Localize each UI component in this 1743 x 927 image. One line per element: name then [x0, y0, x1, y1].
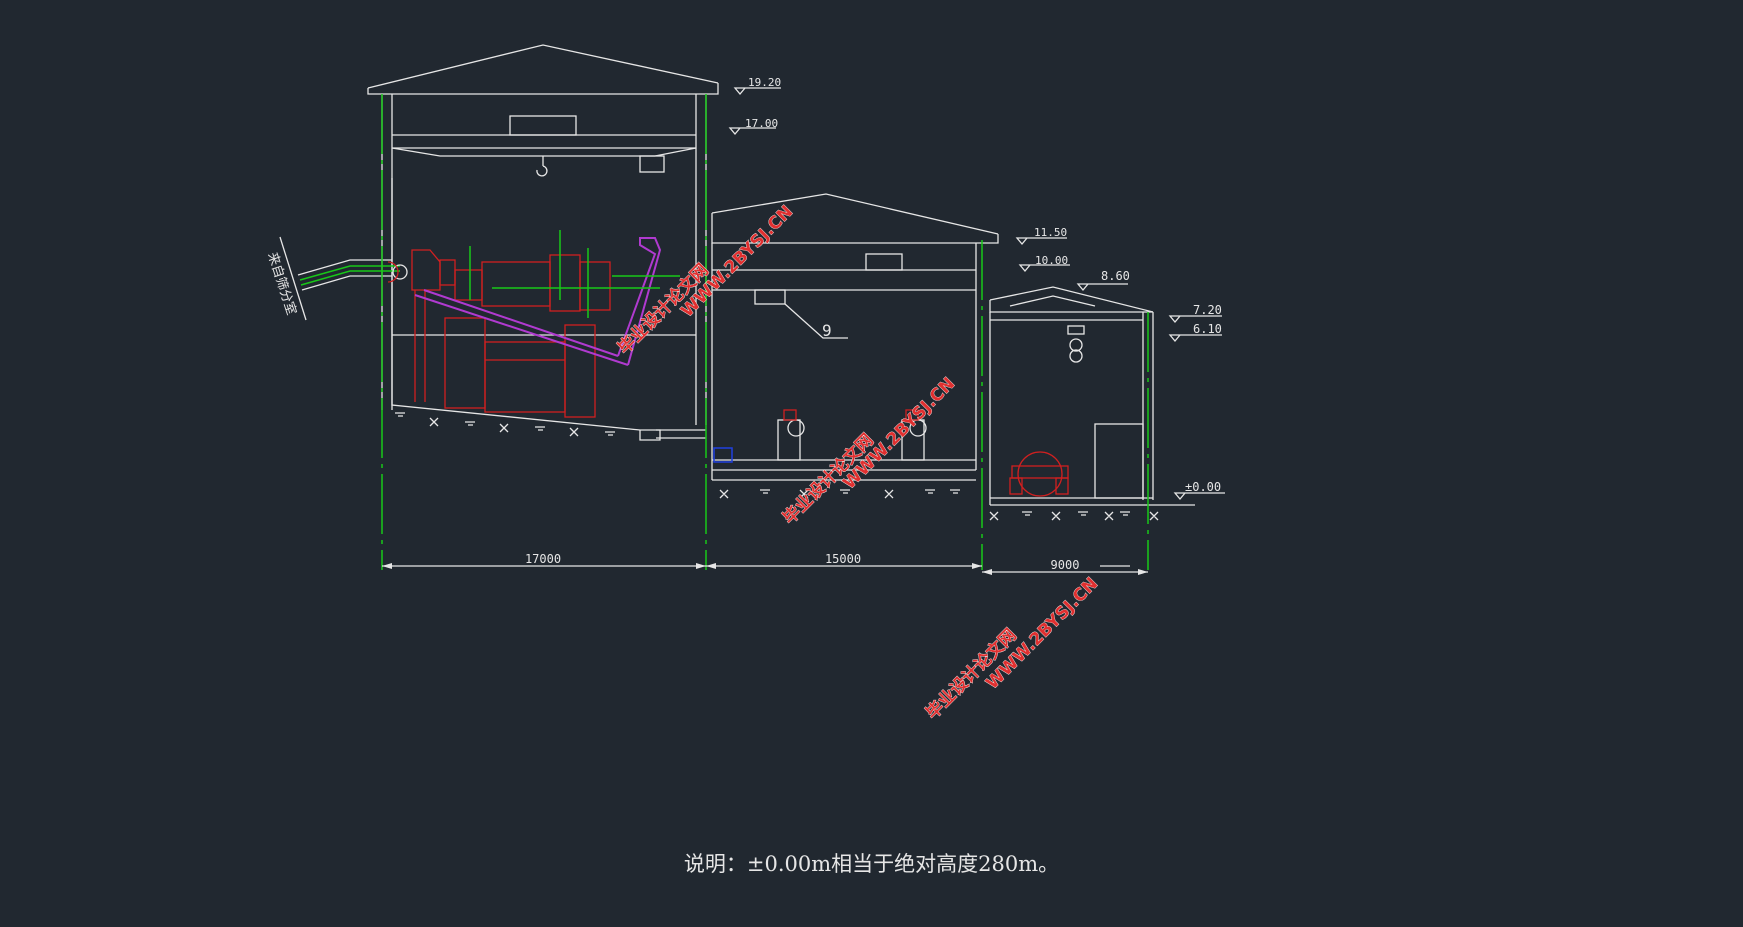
elevation-7.20: 7.20: [1193, 303, 1222, 317]
elevation-11.50: 11.50: [1034, 226, 1067, 239]
left-roof-bottom: [367, 83, 719, 95]
chute-1: [414, 294, 629, 366]
left-roof-top: [367, 44, 719, 89]
centerlines: [469, 230, 680, 318]
right-building: [989, 286, 1195, 521]
elevation-19.20: 19.20: [748, 76, 781, 89]
incoming-conveyor: [279, 236, 408, 321]
pump-1: [777, 409, 805, 461]
elevation-0.00: ±0.00: [1185, 480, 1221, 494]
hoist: [1067, 325, 1085, 363]
chute-2: [617, 237, 662, 366]
drawing-note: 说明：±0.00m相当于绝对高度280m。: [683, 852, 1060, 876]
middle-building: [711, 193, 999, 499]
watermarks: 毕业设计论文网 WWW.2BYSJ.CN 毕业设计论文网 WWW.2BYSJ.C…: [613, 202, 1102, 724]
elevation-8.60: 8.60: [1101, 269, 1130, 283]
crane-hook: [536, 156, 548, 177]
elevation-6.10: 6.10: [1193, 322, 1222, 336]
elevation-markers: [728, 87, 1225, 501]
dimension-15000: 15000: [825, 552, 861, 566]
dimension-lines: [382, 563, 1148, 575]
callout-9: 9: [822, 321, 832, 340]
crusher-equipment: [411, 249, 611, 418]
dimension-17000: 17000: [525, 552, 561, 566]
axis-lines: [381, 94, 1149, 570]
left-building: [367, 44, 719, 441]
crane-trolley: [509, 115, 577, 136]
elevation-17.00: 17.00: [745, 117, 778, 130]
ground-hatch-left: [395, 412, 615, 437]
blower: [1009, 451, 1069, 497]
pump-2: [901, 409, 927, 461]
elevation-10.00: 10.00: [1035, 254, 1068, 267]
dimension-9000: 9000: [1051, 558, 1080, 572]
watermark-url-2: WWW.2BYSJ.CN: [839, 374, 959, 494]
